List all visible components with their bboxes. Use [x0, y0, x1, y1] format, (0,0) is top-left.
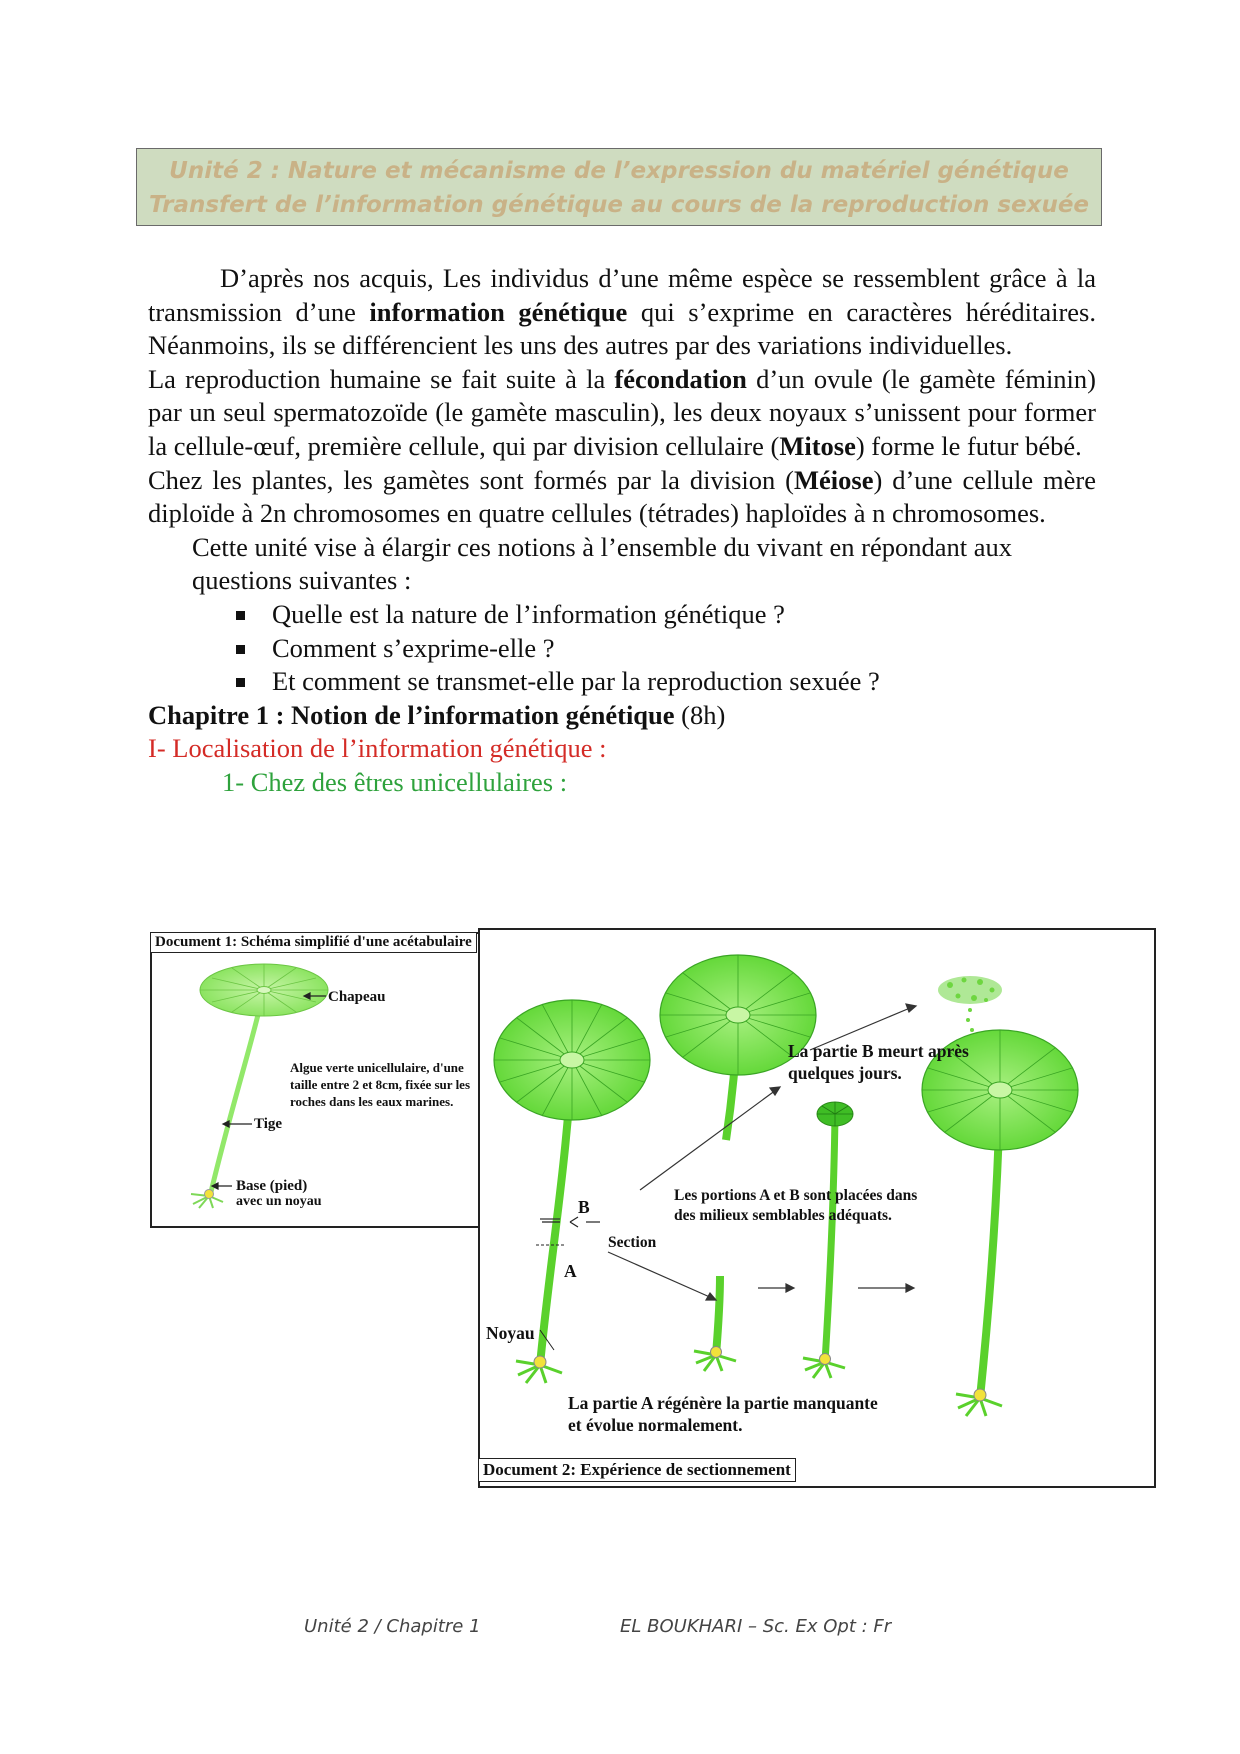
b-dies-caption: La partie B meurt après quelques jours.	[788, 1041, 969, 1083]
unit-title: Unité 2 : Nature et mécanisme de l’expre…	[169, 158, 1069, 184]
sectioning-experiment-diagram	[493, 954, 1079, 1417]
subsection-title: 1- Chez des êtres unicellulaires :	[222, 766, 568, 797]
a-regen-caption: La partie A régénère la partie manquante…	[568, 1393, 878, 1435]
list-item: Et comment se transmet-elle par la repro…	[236, 665, 1096, 699]
section-title: I- Localisation de l’information génétiq…	[148, 733, 607, 764]
intro-paragraph-4: Cette unité vise à élargir ces notions à…	[192, 531, 1013, 596]
document-2-figure: La partie B meurt après quelques jours. …	[478, 928, 1156, 1488]
unit-header: Unité 2 : Nature et mécanisme de l’expre…	[136, 148, 1102, 226]
intro-paragraph-3: Chez les plantes, les gamètes sont formé…	[148, 464, 1096, 529]
label-b: B	[578, 1197, 590, 1217]
footer-left: Unité 2 / Chapitre 1	[304, 1616, 481, 1637]
intro-text: D’après nos acquis, Les individus d’une …	[148, 262, 1096, 800]
label-chapeau: Chapeau	[328, 989, 386, 1005]
footer-right: EL BOUKHARI – Sc. Ex Opt : Fr	[620, 1616, 892, 1637]
document-1-title: Document 1: Schéma simplifié d'une acéta…	[150, 932, 477, 953]
document-1-figure: Document 1: Schéma simplifié d'une acéta…	[150, 932, 522, 1228]
label-section: Section	[608, 1234, 657, 1251]
intro-paragraph-2: La reproduction humaine se fait suite à …	[148, 363, 1096, 461]
document-2-title: Document 2: Expérience de sectionnement	[478, 1458, 796, 1482]
acetabularia-diagram	[190, 963, 329, 1209]
label-noyau: Noyau	[486, 1323, 535, 1343]
intro-paragraph-1: D’après nos acquis, Les individus d’une …	[148, 263, 1096, 361]
doc1-description: Algue verte unicellulaire, d'une taille …	[290, 1060, 471, 1109]
label-base: Base (pied)	[236, 1178, 308, 1194]
list-item: Comment s’exprime-elle ?	[236, 632, 1096, 666]
questions-list: Quelle est la nature de l’information gé…	[148, 598, 1096, 699]
label-base-noyau: avec un noyau	[236, 1194, 322, 1209]
chapter-title: Chapitre 1 : Notion de l’information gén…	[148, 699, 726, 730]
unit-subtitle: Transfert de l’information génétique au …	[148, 192, 1090, 218]
label-a: A	[564, 1261, 577, 1281]
list-item: Quelle est la nature de l’information gé…	[236, 598, 1096, 632]
portions-caption: Les portions A et B sont placées dans de…	[674, 1187, 918, 1224]
label-tige: Tige	[254, 1116, 283, 1132]
